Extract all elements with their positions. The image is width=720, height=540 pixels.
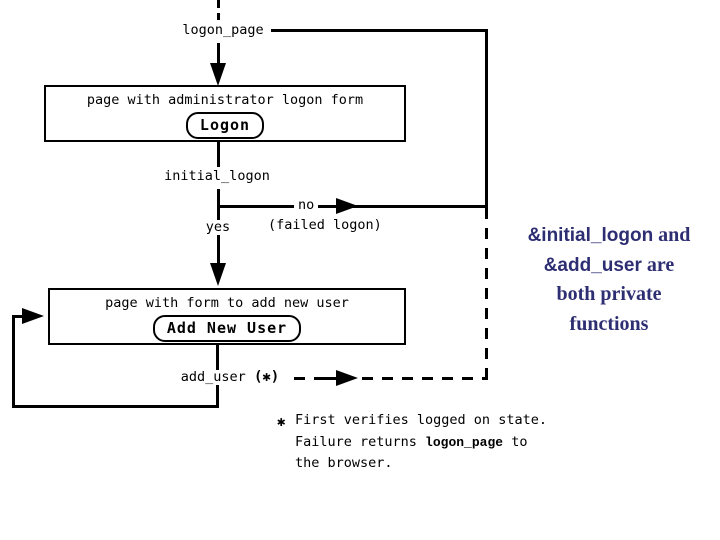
- private-functions-note-line1: &initial_logon and: [527, 224, 691, 246]
- footnote-star: ✱: [277, 414, 286, 430]
- logon-box-out-line: [217, 142, 220, 167]
- add-user-form-box: page with form to add new user Add New U…: [48, 288, 406, 345]
- no-branch-arrow-head: [336, 198, 358, 214]
- failed-logon-label: (failed logon): [268, 217, 382, 233]
- private-functions-note-line3: both private: [556, 283, 662, 305]
- loop-line-bottom: [12, 405, 219, 408]
- loop-arrow-shaft: [12, 315, 24, 318]
- admin-logon-form-caption: page with administrator logon form: [86, 92, 364, 108]
- add-user-label: add_user (✱): [176, 369, 284, 385]
- initial-logon-label: initial_logon: [164, 168, 270, 184]
- return-line-right-solid: [485, 29, 488, 208]
- footnote-line1: First verifies logged on state.: [295, 412, 547, 428]
- initial-logon-line: [217, 189, 220, 207]
- entry-dashed-line: [217, 0, 220, 20]
- admin-logon-form-box: page with administrator logon form Logon: [44, 85, 406, 142]
- footnote-logon-page-code: logon_page: [425, 434, 504, 450]
- add-user-form-caption: page with form to add new user: [105, 295, 349, 311]
- add-user-return-dashes-right: [362, 377, 488, 380]
- arrow-to-logon-box-shaft: [217, 43, 220, 65]
- arrow-to-logon-box-head: [210, 63, 226, 86]
- add-user-star-mark: (✱): [253, 369, 280, 385]
- private-functions-note: &initial_logon and &add_user are both pr…: [496, 221, 720, 339]
- arrow-to-add-user-box-head: [210, 263, 226, 286]
- loop-arrow-head: [22, 308, 44, 324]
- return-line-right-dashed: [485, 208, 488, 379]
- add-user-return-arrow-head: [336, 370, 358, 386]
- private-functions-note-line4: functions: [569, 312, 649, 335]
- loop-line-left: [12, 316, 15, 408]
- private-functions-note-line2: &add_user are: [543, 253, 675, 276]
- no-label: no: [294, 198, 319, 213]
- footnote-line2: Failure returns logon_page to: [295, 433, 528, 450]
- add-user-return-dashes-left: [294, 377, 330, 380]
- add-new-user-button[interactable]: Add New User: [152, 315, 302, 342]
- return-line-top: [271, 29, 488, 32]
- add-user-return-arrow-shaft: [324, 377, 337, 380]
- footnote-line3: the browser.: [295, 455, 393, 471]
- logon-button[interactable]: Logon: [185, 112, 265, 139]
- yes-label: yes: [201, 220, 235, 235]
- footnote: First verifies logged on state. Failure …: [295, 410, 547, 475]
- yes-branch-line: [217, 208, 220, 265]
- logon-page-label: logon_page: [182, 22, 264, 38]
